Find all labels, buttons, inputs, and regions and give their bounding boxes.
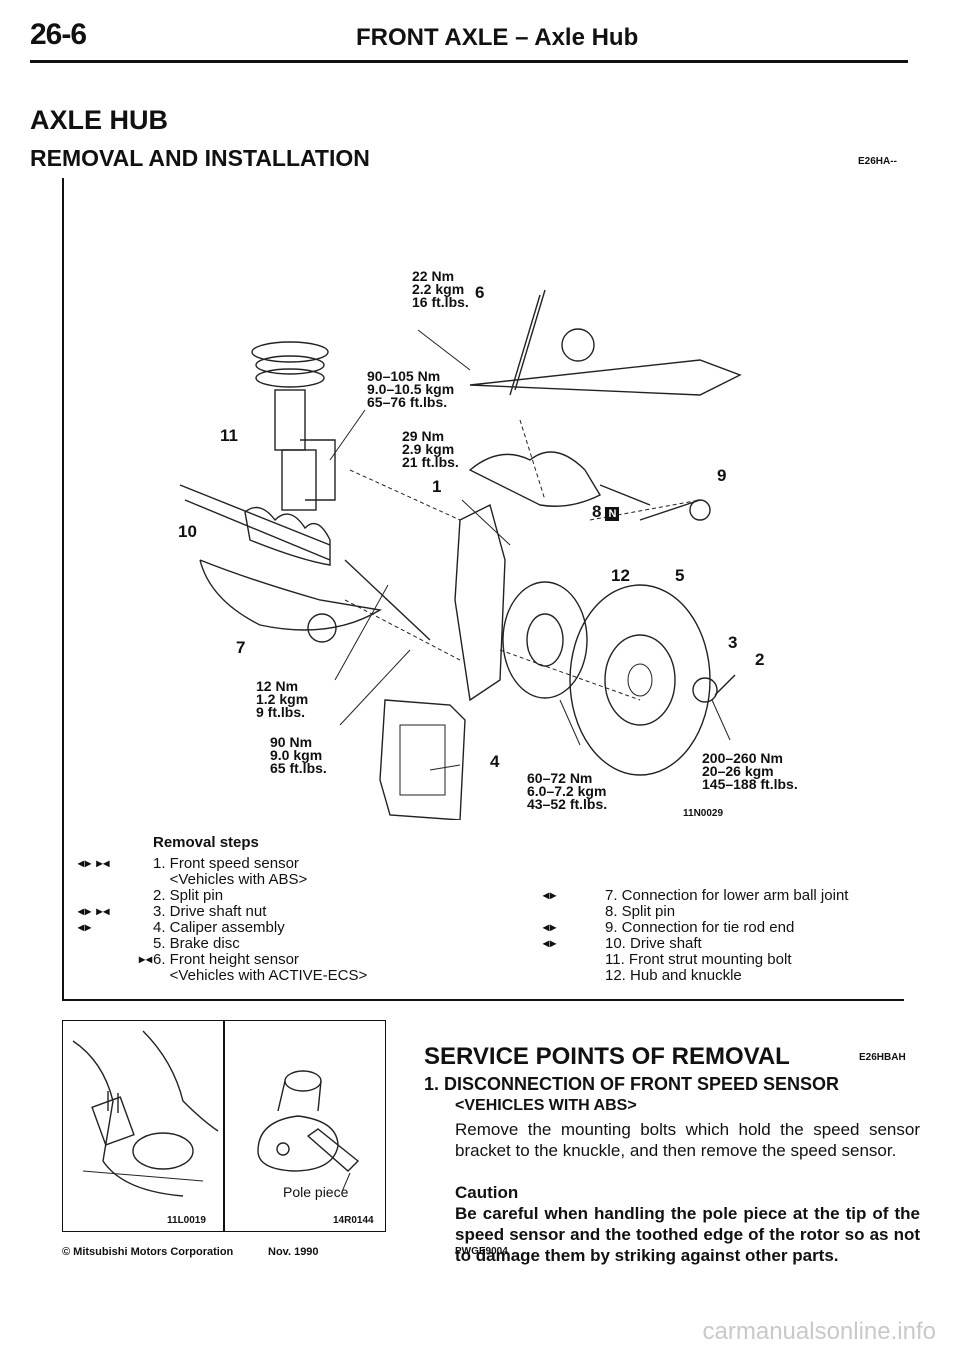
list-item: ◂▸9. Connection for tie rod end <box>543 919 795 936</box>
list-item: ◂▸ ▸◂3. Drive shaft nut <box>78 903 267 920</box>
caliper-drawing <box>379 699 466 820</box>
list-item: ◂▸4. Caliper assembly <box>78 919 285 936</box>
callout-12: 12 <box>611 566 630 585</box>
hub-nut-drawing <box>692 674 736 703</box>
removal-steps-title: Removal steps <box>153 834 259 851</box>
figure-code-right: 14R0144 <box>333 1215 374 1226</box>
knuckle-hub-drawing <box>454 503 588 702</box>
service-item-heading: 1. DISCONNECTION OF FRONT SPEED SENSOR <box>424 1074 840 1094</box>
strut-assembly-drawing <box>251 341 336 511</box>
caution-title: Caution <box>455 1183 519 1202</box>
list-item: 12. Hub and knuckle <box>605 967 742 984</box>
list-item: ◂▸10. Drive shaft <box>543 935 702 952</box>
callout-3: 3 <box>728 633 738 652</box>
lower-arm-drawing <box>199 559 431 643</box>
callout-6: 6 <box>475 283 485 302</box>
figure-divider <box>223 1021 225 1231</box>
list-item: 8. Split pin <box>605 903 676 920</box>
removal-steps-right: ◂▸7. Connection for lower arm ball joint… <box>543 888 848 984</box>
pole-piece-label: Pole piece <box>283 1184 349 1200</box>
list-item: <Vehicles with ABS> <box>153 871 308 888</box>
callout-2: 2 <box>755 650 765 669</box>
section-subtitle: REMOVAL AND INSTALLATION <box>30 145 370 171</box>
callout-11: 11 <box>220 426 238 445</box>
pole-piece-sensor-drawing <box>257 1070 360 1191</box>
brake-disc-drawing <box>569 584 711 776</box>
header-rule <box>30 60 908 63</box>
page-number: 26-6 <box>30 18 87 51</box>
axle-hub-exploded-diagram <box>179 289 742 820</box>
list-item: ◂▸7. Connection for lower arm ball joint <box>543 887 849 904</box>
list-item: ▸◂6. Front height sensor <box>138 951 299 968</box>
list-item: 5. Brake disc <box>153 935 240 952</box>
service-section-code: E26HBAH <box>859 1052 906 1063</box>
drive-shaft-drawing <box>179 451 651 566</box>
callout-5: 5 <box>675 566 685 585</box>
knuckle-sensor-drawing <box>72 1030 219 1197</box>
publication-date: Nov. 1990 <box>268 1246 319 1258</box>
service-item-subheading: <VEHICLES WITH ABS> <box>455 1097 637 1114</box>
upper-arm-drawing <box>469 289 742 396</box>
list-item: 2. Split pin <box>153 887 224 904</box>
section-code: E26HA-- <box>858 156 897 167</box>
frame-left-rule <box>62 178 64 1000</box>
watermark: carmanualsonline.info <box>702 1318 936 1345</box>
figure-code: 11N0029 <box>683 808 724 819</box>
list-item: ◂▸ ▸◂1. Front speed sensor <box>78 855 299 872</box>
list-item: <Vehicles with ACTIVE-ECS> <box>153 967 368 984</box>
callout-1: 1 <box>432 477 442 496</box>
callout-9: 9 <box>717 466 727 485</box>
service-section-title: SERVICE POINTS OF REMOVAL <box>424 1043 790 1070</box>
callout-10: 10 <box>178 522 197 541</box>
document-code: PWGE9004 <box>455 1246 508 1257</box>
tie-rod-end-drawing <box>639 499 711 521</box>
frame-bottom-rule <box>62 999 904 1001</box>
list-item: 11. Front strut mounting bolt <box>605 951 792 968</box>
figure-code-left: 11L0019 <box>167 1215 206 1226</box>
section-title: AXLE HUB <box>30 105 169 135</box>
callout-4: 4 <box>490 752 500 771</box>
removal-steps-left: ◂▸ ▸◂1. Front speed sensor <Vehicles wit… <box>78 856 367 984</box>
caution-body: Be careful when handling the pole piece … <box>455 1204 920 1265</box>
page-header-title: FRONT AXLE – Axle Hub <box>356 24 639 51</box>
new-part-n-icon: N <box>605 507 620 521</box>
service-item-body: Remove the mounting bolts which hold the… <box>455 1120 920 1160</box>
copyright-notice: © Mitsubishi Motors Corporation <box>62 1246 234 1258</box>
speed-sensor-figure-box: 11L0019 Pole piece 14R0144 <box>62 1020 386 1232</box>
callout-7: 7 <box>236 638 246 657</box>
